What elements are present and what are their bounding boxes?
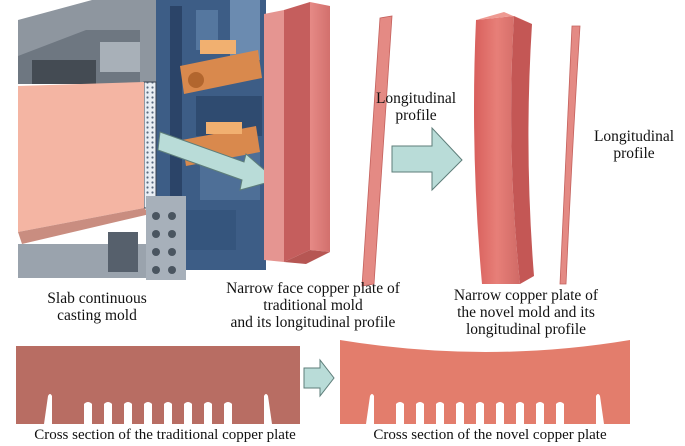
flow-arrow-icon [391, 126, 463, 192]
cross-section-novel-label: Cross section of the novel copper plate [373, 427, 607, 443]
mold-label-line-2: casting mold [57, 307, 137, 324]
traditional-plate-label-line-2: traditional mold [263, 297, 363, 314]
longitudinal-label-2-line-2: profile [613, 145, 655, 162]
novel-plate-label: Narrow copper plate of the novel mold an… [426, 287, 626, 338]
traditional-cross-section [16, 346, 300, 424]
longitudinal-label-1-line-2: profile [395, 107, 437, 124]
longitudinal-profile-label-novel: Longitudinal profile [586, 128, 682, 162]
flow-arrow-icon [157, 131, 278, 191]
novel-plate-label-line-1: Narrow copper plate of [453, 287, 599, 304]
longitudinal-label-2-line-1: Longitudinal [593, 128, 675, 145]
longitudinal-label-1-line-1: Longitudinal [375, 90, 457, 107]
traditional-plate-label-line-1: Narrow face copper plate of [226, 280, 400, 297]
cross-section-traditional-label: Cross section of the traditional copper … [34, 427, 296, 443]
novel-plate-label-line-3: longitudinal profile [465, 321, 587, 338]
novel-plate-label-line-2: the novel mold and its [457, 304, 595, 321]
mold-label: Slab continuous casting mold [32, 290, 162, 324]
novel-longitudinal-profile [559, 25, 581, 285]
traditional-copper-plate [264, 2, 330, 264]
novel-cross-section [340, 340, 630, 424]
traditional-longitudinal-profile [361, 15, 393, 287]
mold-label-line-1: Slab continuous [47, 290, 147, 307]
traditional-plate-label: Narrow face copper plate of traditional … [208, 280, 418, 331]
novel-copper-plate [474, 12, 534, 284]
traditional-plate-label-line-3: and its longitudinal profile [230, 314, 396, 331]
casting-mold-illustration [18, 0, 266, 280]
longitudinal-profile-label-traditional: Longitudinal profile [366, 90, 466, 124]
flow-arrow-icon [303, 358, 335, 398]
